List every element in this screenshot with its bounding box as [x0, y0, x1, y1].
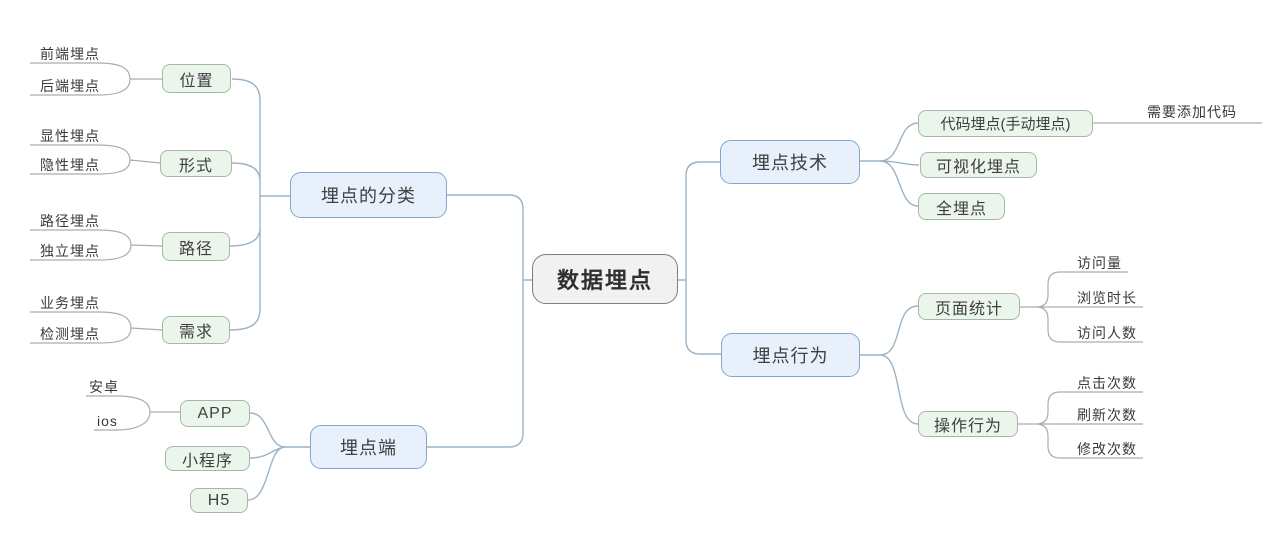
node-full-tracking[interactable]: 全埋点	[918, 193, 1005, 220]
node-client[interactable]: 埋点端	[310, 425, 427, 469]
leaf-refresh-count[interactable]: 刷新次数	[1077, 407, 1137, 423]
leaf-independent-tracking[interactable]: 独立埋点	[40, 243, 100, 259]
edge-leaves-operation	[1018, 391, 1143, 459]
node-classification[interactable]: 埋点的分类	[290, 172, 447, 218]
edge-leaves-page-stats	[1020, 271, 1143, 343]
leaf-ios[interactable]: ios	[97, 413, 118, 429]
node-root[interactable]: 数据埋点	[532, 254, 678, 304]
edge-behavior-children	[860, 305, 919, 425]
node-page-stats[interactable]: 页面统计	[918, 293, 1020, 320]
edge-leaves-demand	[30, 311, 163, 344]
node-form[interactable]: 形式	[160, 150, 232, 177]
node-technique[interactable]: 埋点技术	[720, 140, 860, 184]
leaf-modify-count[interactable]: 修改次数	[1077, 441, 1137, 457]
leaf-detect-tracking[interactable]: 检测埋点	[40, 326, 100, 342]
node-path[interactable]: 路径	[162, 232, 230, 261]
node-visual-tracking[interactable]: 可视化埋点	[920, 152, 1037, 178]
node-operation[interactable]: 操作行为	[918, 411, 1018, 437]
edge-classification-children	[229, 78, 291, 331]
edge-leaves-path	[30, 229, 163, 261]
edge-center-left-trunk	[427, 194, 532, 448]
edge-client-children	[247, 412, 310, 501]
edge-technique-children	[860, 122, 920, 207]
leaf-backend-tracking[interactable]: 后端埋点	[40, 78, 100, 94]
leaf-frontend-tracking[interactable]: 前端埋点	[40, 46, 100, 62]
leaf-browse-duration[interactable]: 浏览时长	[1077, 290, 1137, 306]
leaf-visitor-count[interactable]: 访问人数	[1077, 325, 1137, 341]
node-position[interactable]: 位置	[162, 64, 231, 93]
leaf-visits[interactable]: 访问量	[1077, 255, 1122, 271]
leaf-android[interactable]: 安卓	[89, 379, 119, 395]
leaf-path-tracking[interactable]: 路径埋点	[40, 213, 100, 229]
leaf-implicit-tracking[interactable]: 隐性埋点	[40, 157, 100, 173]
node-code-tracking[interactable]: 代码埋点(手动埋点)	[918, 110, 1093, 137]
edge-leaves-form	[30, 144, 161, 175]
node-h5[interactable]: H5	[190, 488, 248, 513]
edge-leaves-app	[86, 395, 180, 431]
leaf-business-tracking[interactable]: 业务埋点	[40, 295, 100, 311]
node-mini-program[interactable]: 小程序	[165, 446, 250, 471]
leaf-explicit-tracking[interactable]: 显性埋点	[40, 128, 100, 144]
node-demand[interactable]: 需求	[162, 316, 230, 344]
edge-leaves-position	[30, 62, 162, 96]
leaf-click-count[interactable]: 点击次数	[1077, 375, 1137, 391]
node-behavior[interactable]: 埋点行为	[721, 333, 860, 377]
leaf-need-add-code[interactable]: 需要添加代码	[1147, 104, 1237, 120]
node-app[interactable]: APP	[180, 400, 250, 427]
edge-center-right-trunk	[678, 161, 723, 355]
